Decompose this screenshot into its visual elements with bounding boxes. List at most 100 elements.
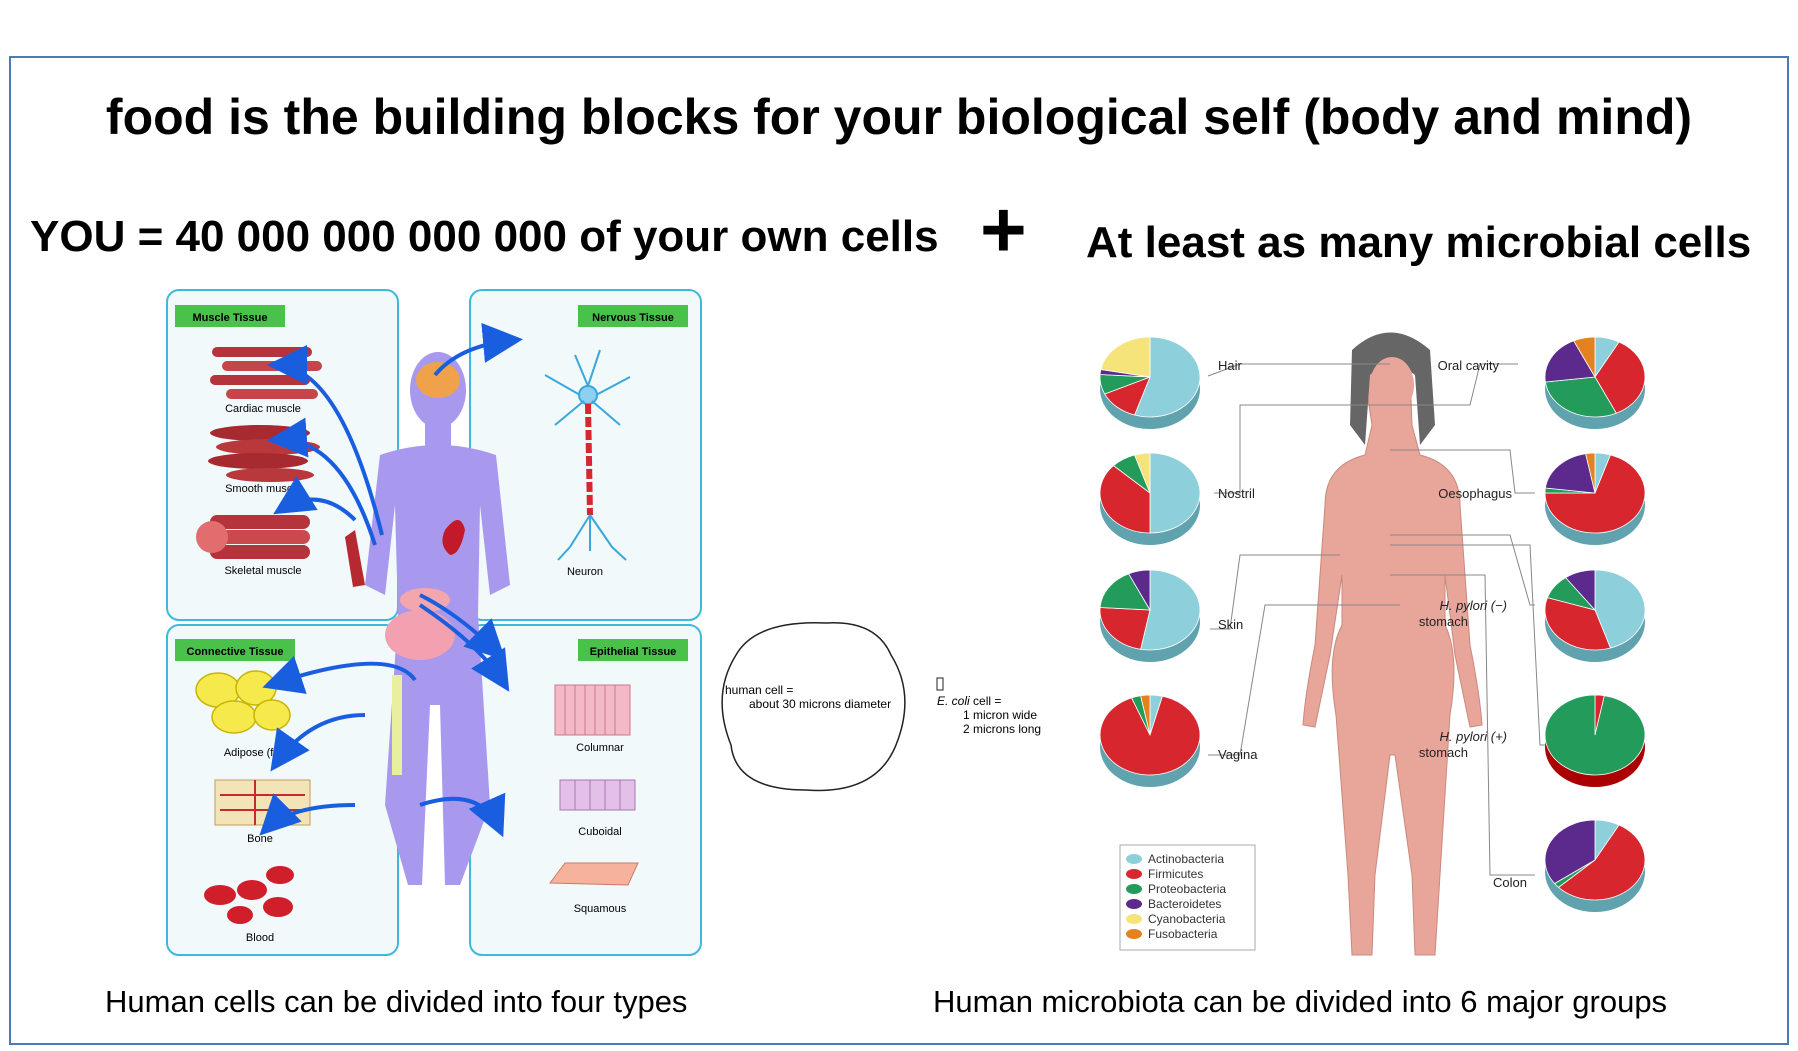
pie-oral-cavity xyxy=(1544,336,1646,429)
legend-label: Firmicutes xyxy=(1148,867,1203,881)
pie-slice-bacteroidetes xyxy=(1544,453,1596,494)
pie-slice-fusobacteria xyxy=(1140,694,1151,736)
pie-slice-firmicutes xyxy=(1544,597,1611,651)
legend-label: Cyanobacteria xyxy=(1148,912,1226,926)
legend-label: Bacteroidetes xyxy=(1148,897,1221,911)
brain-icon xyxy=(416,362,460,398)
cardiac-muscle-label: Cardiac muscle xyxy=(225,403,301,415)
face-icon xyxy=(1370,357,1414,413)
pie-slice-firmicutes xyxy=(1557,824,1646,901)
female-body-silhouette xyxy=(1302,358,1483,956)
skeletal-muscle-icon xyxy=(196,515,310,559)
neuron-label: Neuron xyxy=(567,566,603,578)
site-label-nostril: Nostril xyxy=(1218,486,1255,501)
ecoli-cell-text: E. coli cell = 1 micron wide 2 microns l… xyxy=(937,694,1042,736)
slide-title: food is the building blocks for your bio… xyxy=(105,89,1693,145)
legend-label: Proteobacteria xyxy=(1148,882,1226,896)
legend-swatch xyxy=(1126,899,1142,909)
pie-slice-proteobacteria xyxy=(1544,376,1617,418)
pie-slice-firmicutes xyxy=(1544,454,1646,534)
ecoli-cell-outline xyxy=(936,677,944,691)
human-cell-outline xyxy=(721,622,906,792)
neuron-icon xyxy=(544,349,631,561)
pie-slice-proteobacteria xyxy=(1099,573,1151,611)
pie-slice-bacteroidetes xyxy=(1128,569,1151,612)
epithelial-tissue-label: Epithelial Tissue xyxy=(590,646,677,658)
legend-swatch xyxy=(1126,869,1142,879)
blood-icon xyxy=(204,866,294,924)
bone-leg-icon xyxy=(392,675,402,775)
legend-swatch xyxy=(1126,914,1142,924)
microbiota-diagram: Hair Nostril Skin Vagina Oral cavity Oes… xyxy=(1099,332,1646,956)
blood-label: Blood xyxy=(246,932,274,944)
hair-icon xyxy=(1350,332,1435,445)
pie-slice-cyanobacteria xyxy=(1100,336,1151,378)
site-label-hpylori-pos-stomach: stomach xyxy=(1419,745,1468,760)
tissue-arrows xyxy=(259,322,523,838)
connective-tissue-label: Connective Tissue xyxy=(187,646,284,658)
site-label-skin: Skin xyxy=(1218,617,1243,632)
site-label-oral-cavity: Oral cavity xyxy=(1438,358,1500,373)
pie-colon xyxy=(1544,819,1646,912)
legend-label: Actinobacteria xyxy=(1148,852,1224,866)
site-label-colon: Colon xyxy=(1493,875,1527,890)
plus-sign: + xyxy=(980,185,1027,274)
pie-slice-firmicutes xyxy=(1099,695,1201,776)
microbial-cells-heading: At least as many microbial cells xyxy=(1086,218,1752,267)
arm-muscle-icon xyxy=(345,530,365,587)
pie-slice-fusobacteria xyxy=(1585,452,1596,494)
cell-size-comparison xyxy=(721,622,944,792)
nervous-tissue-label: Nervous Tissue xyxy=(592,312,674,324)
squamous-label: Squamous xyxy=(574,903,627,915)
cuboidal-label: Cuboidal xyxy=(578,826,621,838)
pie-slice-cyanobacteria xyxy=(1134,452,1151,494)
slide-frame xyxy=(9,56,1789,1045)
adipose-label: Adipose (fat) xyxy=(224,747,286,759)
heart-icon xyxy=(442,520,465,555)
tissue-diagram: Muscle Tissue Nervous Tissue Connective … xyxy=(166,289,702,956)
site-label-hpylori-neg-stomach: stomach xyxy=(1419,614,1468,629)
muscle-tissue-label: Muscle Tissue xyxy=(193,312,268,324)
pie-nostril xyxy=(1099,452,1201,545)
pie-hair xyxy=(1099,336,1201,429)
columnar-label: Columnar xyxy=(576,742,624,754)
phylum-legend: ActinobacteriaFirmicutesProteobacteriaBa… xyxy=(1119,844,1256,951)
human-cell-text: human cell = about 30 microns diameter xyxy=(725,683,892,711)
intestines-icon xyxy=(385,610,455,660)
columnar-icon xyxy=(554,684,631,736)
bone-label: Bone xyxy=(247,833,273,845)
legend-label: Fusobacteria xyxy=(1148,927,1218,941)
human-cells-heading: YOU = 40 000 000 000 000 of your own cel… xyxy=(30,212,939,261)
pie-oesophagus xyxy=(1544,452,1646,545)
pie-slice-firmicutes xyxy=(1099,465,1151,534)
pie-skin xyxy=(1099,569,1201,662)
pie-slice-actinobacteria xyxy=(1594,569,1646,649)
pie-slice-bacteroidetes xyxy=(1564,569,1596,612)
legend-swatch xyxy=(1126,884,1142,894)
bone-icon xyxy=(214,779,311,826)
legend-swatch xyxy=(1126,854,1142,864)
legend-swatch xyxy=(1126,929,1142,939)
left-caption: Human cells can be divided into four typ… xyxy=(105,984,688,1019)
right-caption: Human microbiota can be divided into 6 m… xyxy=(933,984,1668,1019)
pie-hpylori-pos xyxy=(1544,694,1646,787)
skeletal-muscle-label: Skeletal muscle xyxy=(224,565,301,577)
site-label-hpylori-pos: H. pylori (+) xyxy=(1439,729,1507,744)
pie-slice-bacteroidetes xyxy=(1544,340,1596,383)
pie-slice-actinobacteria xyxy=(1149,452,1201,534)
callout-lines xyxy=(1207,363,1545,876)
pie-slice-actinobacteria xyxy=(1140,569,1201,651)
site-label-hair: Hair xyxy=(1218,358,1243,373)
pie-slice-actinobacteria xyxy=(1134,336,1201,418)
cuboidal-icon xyxy=(559,779,636,811)
pie-slice-proteobacteria xyxy=(1544,694,1646,776)
pie-hpylori-neg xyxy=(1544,569,1646,662)
squamous-icon xyxy=(549,862,639,886)
pie-slice-bacteroidetes xyxy=(1544,819,1596,885)
pie-slice-firmicutes xyxy=(1099,607,1151,650)
pie-slice-firmicutes xyxy=(1594,341,1646,414)
smooth-muscle-label: Smooth muscle xyxy=(225,483,301,495)
pie-vagina xyxy=(1099,694,1201,787)
pie-slice-fusobacteria xyxy=(1573,336,1596,379)
site-label-oesophagus: Oesophagus xyxy=(1438,486,1512,501)
